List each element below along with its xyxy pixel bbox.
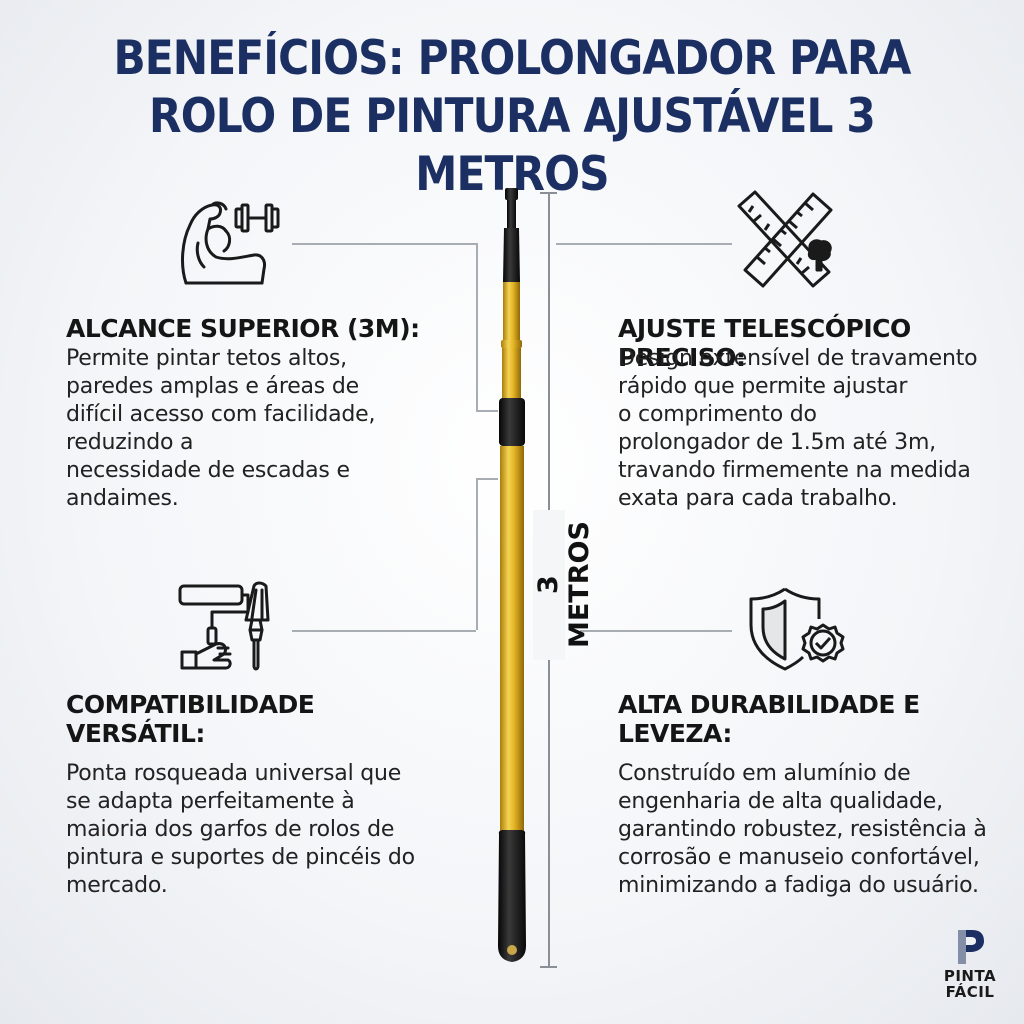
pole-threaded-tip [507, 200, 516, 228]
benefit-heading-adjust-line: AJUSTE TELESCÓPICO PRECISO: [618, 314, 911, 372]
benefit-heading-durability-line-2: LEVEZA: [618, 719, 732, 748]
benefit-text-line: Design extensível de travamento [618, 346, 978, 371]
benefit-text-durability: Construído em alumínio de engenharia de … [618, 760, 987, 900]
connector-line-mid-left [292, 630, 476, 632]
benefit-heading-compat: COMPATIBILIDADE VERSÁTIL: [66, 690, 315, 748]
benefit-text-compat: Ponta rosqueada universal que se adapta … [66, 760, 415, 900]
connector-line-top-left-drop [476, 243, 478, 411]
benefit-text-line: corrosão e manuseio confortável, [618, 845, 980, 870]
benefit-heading-compat-line-2: VERSÁTIL: [66, 719, 205, 748]
benefit-text-line: exata para cada trabalho. [618, 486, 898, 511]
benefit-text-adjust: Design extensível de travamento rápido q… [618, 345, 978, 513]
benefit-text-line: garantindo robustez, resistência à [618, 817, 987, 842]
page-title-line-2: ROLO DE PINTURA AJUSTÁVEL 3 METROS [149, 89, 876, 202]
pole-upper-joint [501, 340, 522, 348]
pole-tip-collar [503, 228, 520, 282]
benefit-text-line: mercado. [66, 873, 168, 898]
benefit-text-line: o comprimento do [618, 402, 817, 427]
benefit-text-reach: Permite pintar tetos altos, paredes ampl… [66, 345, 376, 513]
benefit-text-line: paredes amplas e áreas de [66, 374, 359, 399]
paint-roller-brush-icon [178, 581, 270, 671]
connector-line-mid-left-drop [476, 478, 478, 630]
benefit-text-line: andaimes. [66, 486, 179, 511]
benefit-text-line: prolongador de 1.5m até 3m, [618, 430, 936, 455]
page-title: BENEFÍCIOS: PROLONGADOR PARA ROLO DE PIN… [51, 30, 973, 204]
benefit-text-line: minimizando a fadiga do usuário. [618, 873, 979, 898]
pole-middle-section [502, 348, 521, 400]
flexed-arm-dumbbell-icon [181, 201, 280, 285]
logo-p-mark-icon [958, 930, 984, 964]
connector-line-mid-left-top [476, 478, 498, 480]
pole-lock-clamp [499, 398, 525, 446]
benefit-text-line: reduzindo a [66, 430, 194, 455]
benefit-heading-reach: ALCANCE SUPERIOR (3M): [66, 314, 420, 343]
benefit-text-line: difícil acesso com facilidade, [66, 402, 376, 427]
benefit-text-line: necessidade de escadas e [66, 458, 350, 483]
pole-lower-section [500, 446, 524, 834]
page-title-line-1: BENEFÍCIOS: PROLONGADOR PARA [113, 31, 911, 86]
measure-tick-bottom [540, 966, 557, 968]
brand-logo: PINTA FÁCIL [938, 926, 1002, 1000]
benefit-text-line: Permite pintar tetos altos, [66, 346, 347, 371]
pole-tip-cap [505, 188, 518, 200]
shield-check-badge-icon [749, 587, 845, 671]
benefit-text-line: travando firmemente na medida [618, 458, 971, 483]
benefit-heading-adjust: AJUSTE TELESCÓPICO PRECISO: [618, 314, 1024, 372]
pole-upper-section [503, 282, 520, 344]
connector-line-top-right [556, 243, 732, 245]
benefit-heading-reach-line: ALCANCE SUPERIOR (3M): [66, 314, 420, 343]
logo-text-line-1: PINTA [943, 967, 997, 985]
benefit-text-line: Ponta rosqueada universal que [66, 761, 402, 786]
benefit-text-line: se adapta perfeitamente à [66, 789, 355, 814]
benefit-heading-durability: ALTA DURABILIDADE E LEVEZA: [618, 690, 920, 748]
telescopic-pole [498, 188, 526, 962]
pole-end-hole [507, 945, 517, 955]
connector-line-top-left [292, 243, 476, 245]
logo-text-line-2: FÁCIL [945, 983, 995, 1001]
benefit-heading-durability-line-1: ALTA DURABILIDADE E [618, 690, 920, 719]
connector-line-mid-right [580, 630, 732, 632]
benefit-text-line: rápido que permite ajustar [618, 374, 908, 399]
connector-line-top-left-end [476, 410, 498, 412]
pole-grip [498, 830, 526, 962]
benefit-text-line: maioria dos garfos de rolos de [66, 817, 395, 842]
benefit-text-line: pintura e suportes de pincéis do [66, 845, 415, 870]
crossed-rulers-icon [737, 190, 833, 288]
benefit-heading-compat-line-1: COMPATIBILIDADE [66, 690, 315, 719]
benefit-text-line: engenharia de alta qualidade, [618, 789, 943, 814]
benefit-text-line: Construído em alumínio de [618, 761, 911, 786]
measure-tick-top [540, 192, 557, 194]
